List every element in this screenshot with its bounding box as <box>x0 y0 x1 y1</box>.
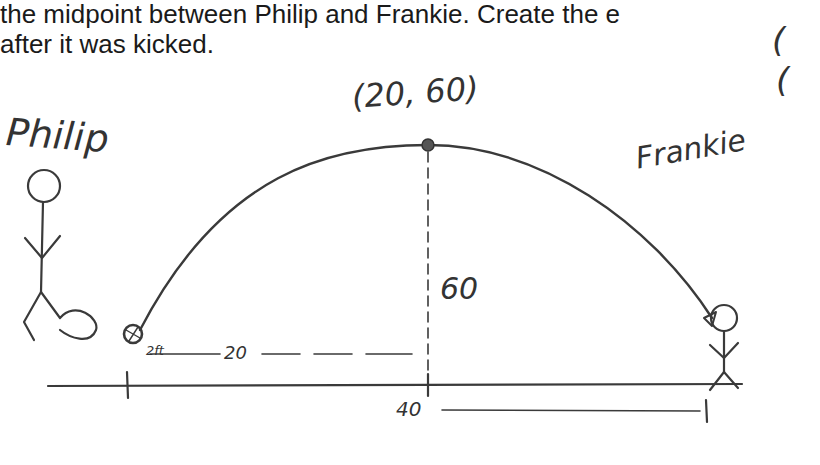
legs <box>710 372 738 390</box>
distance-dimension: 40 <box>396 398 421 420</box>
person-name: Philip <box>5 112 110 161</box>
ball <box>124 325 142 343</box>
head <box>28 170 60 202</box>
ground-line <box>48 384 742 386</box>
dimension-line <box>442 410 700 411</box>
body <box>723 331 725 372</box>
tick-mark <box>127 372 128 398</box>
height-note: 2ft <box>146 344 164 358</box>
ball-trajectory <box>140 145 712 330</box>
person-name: Frankie <box>633 123 748 175</box>
arms <box>710 343 738 358</box>
vertex-coordinate: (20, 60) <box>351 71 480 115</box>
arms <box>25 236 60 258</box>
margin-mark: ( <box>776 62 789 99</box>
margin-mark: ( <box>772 22 785 59</box>
ball-mark <box>126 327 140 341</box>
problem-text: after it was kicked. <box>0 30 214 59</box>
vertex-dot <box>422 139 434 151</box>
dimension-line <box>262 353 412 355</box>
legs <box>24 292 96 340</box>
body <box>41 202 43 292</box>
head <box>711 305 737 331</box>
height-dimension: 60 <box>440 272 478 305</box>
problem-text: the midpoint between Philip and Frankie.… <box>0 0 620 29</box>
height-line <box>427 152 429 384</box>
tick-mark <box>706 400 707 422</box>
distance-dimension: 20 <box>224 343 247 363</box>
